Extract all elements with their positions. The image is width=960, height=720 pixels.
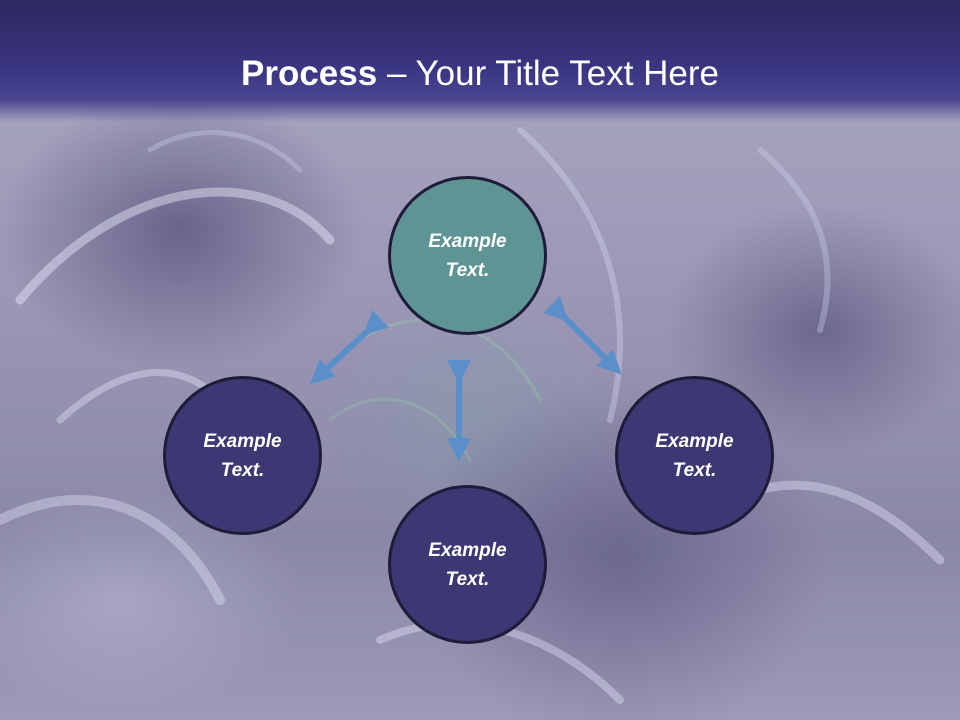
arrow-top-right (543, 296, 622, 375)
process-node-bottom[interactable]: Example Text. (388, 485, 547, 644)
node-left-line2: Text. (220, 459, 265, 481)
title-separator: – (377, 54, 416, 93)
process-node-right[interactable]: Example Text. (615, 376, 774, 535)
node-bottom-line1: Example (428, 539, 507, 561)
title-bold-part: Process (241, 54, 378, 93)
title-rest-part: Your Title Text Here (415, 54, 720, 93)
node-right-line2: Text. (672, 459, 717, 481)
process-node-top[interactable]: Example Text. (388, 176, 547, 335)
process-node-left[interactable]: Example Text. (163, 376, 322, 535)
arrow-top-left (310, 310, 389, 385)
node-left-line1: Example (203, 430, 282, 452)
node-top-line2: Text. (445, 259, 490, 281)
node-top-line1: Example (428, 230, 507, 252)
slide-title[interactable]: Process – Your Title Text Here (0, 52, 960, 96)
node-bottom-line2: Text. (445, 568, 490, 590)
header-bar (0, 0, 960, 122)
node-right-line1: Example (655, 430, 734, 452)
